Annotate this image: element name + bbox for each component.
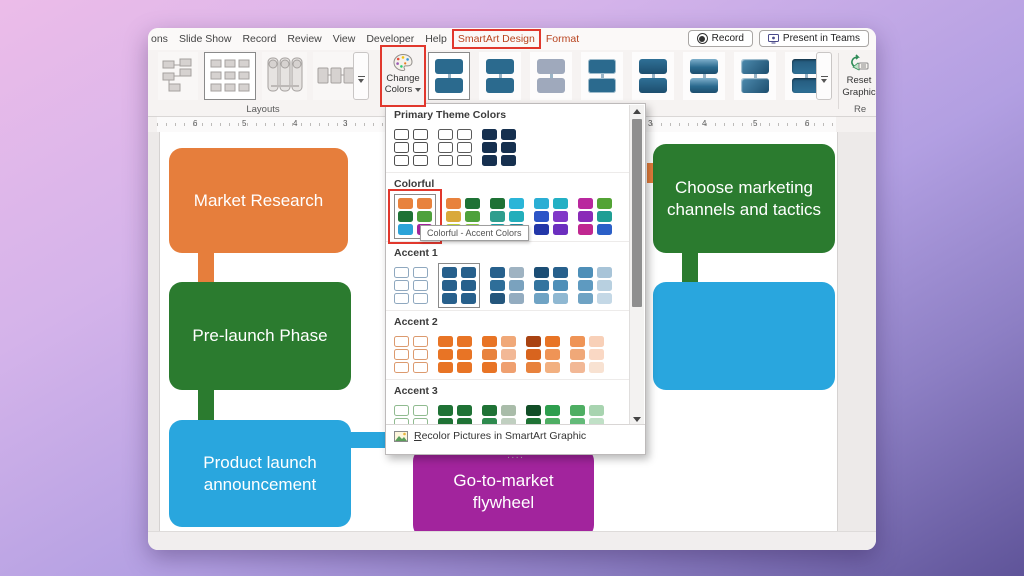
smartart-styles-gallery	[428, 52, 827, 100]
color-variant-colorful-range-accent-5-to-6[interactable]	[578, 197, 612, 235]
color-variant-accent2-gradient-loop[interactable]	[526, 335, 560, 373]
section-header: Accent 3	[394, 385, 438, 397]
section-header: Primary Theme Colors	[394, 109, 507, 121]
menu-scrollbar[interactable]	[629, 105, 644, 425]
color-variant-accent1-gradient-range[interactable]	[490, 266, 524, 304]
color-variant-accent2-gradient-range[interactable]	[482, 335, 516, 373]
layout-thumb-circle-process-layout[interactable]	[262, 52, 307, 100]
ribbon: Layouts Change Colors	[148, 45, 876, 117]
present-in-teams-button[interactable]: Present in Teams	[758, 30, 869, 47]
color-variant-accent2-colored-fill[interactable]	[438, 335, 472, 373]
scroll-down-arrow-icon[interactable]	[630, 413, 644, 425]
change-colors-button[interactable]: Change Colors	[380, 45, 426, 107]
smartart-shape-market-research[interactable]: Market Research	[169, 148, 348, 253]
connector-green-right	[682, 253, 698, 282]
shape-label: Choose marketing channels and tactics	[666, 177, 822, 219]
color-variant-dark-1-outline[interactable]	[394, 128, 428, 166]
smartart-style-2[interactable]	[479, 52, 521, 100]
smartart-style-3[interactable]	[530, 52, 572, 100]
shape-label: Product launch announcement	[203, 452, 317, 494]
color-variant-accent1-outline[interactable]	[394, 266, 428, 304]
reset-graphic-icon	[851, 54, 869, 71]
shape-label: Pre-launch Phase	[192, 326, 328, 346]
powerpoint-window: ons Slide Show Record Review View Developer He…	[148, 28, 876, 550]
color-variant-tooltip: Colorful - Accent Colors	[420, 225, 529, 241]
tab-developer[interactable]: Developer	[366, 33, 415, 45]
recolor-pictures-menu-item[interactable]: Recolor Pictures in SmartArt Graphic	[386, 424, 645, 447]
smartart-style-6[interactable]	[683, 52, 725, 100]
layout-thumb-picture-grid-layout[interactable]	[204, 52, 256, 100]
smartart-shape-go-to-market[interactable]: Go-to-market flywheel	[413, 448, 594, 531]
layouts-gallery-more-button[interactable]	[353, 52, 369, 100]
layout-thumb-hierarchy-layout[interactable]	[158, 52, 198, 100]
layouts-gallery	[158, 52, 358, 100]
section-header: Accent 1	[394, 247, 438, 259]
color-variant-accent2-transparent-gradient[interactable]	[570, 335, 604, 373]
smartart-style-7[interactable]	[734, 52, 776, 100]
gallery-more-icon	[357, 75, 365, 83]
layout-thumb-block-process-layout[interactable]	[313, 52, 358, 100]
recolor-pictures-label: Recolor Pictures in SmartArt Graphic	[414, 430, 587, 442]
color-variant-colorful-range-accent-4-to-5[interactable]	[534, 197, 568, 235]
section-header: Colorful	[394, 178, 435, 190]
color-variant-dark-2-outline[interactable]	[438, 128, 472, 166]
color-variant-accent2-outline[interactable]	[394, 335, 428, 373]
tab-smartart-design[interactable]: SmartArt Design	[451, 29, 541, 49]
scrollbar-thumb[interactable]	[632, 119, 642, 307]
palette-icon	[393, 53, 413, 72]
tab-record[interactable]: Record	[242, 33, 277, 45]
tab-ons[interactable]: ons	[151, 33, 168, 45]
smartart-style-5[interactable]	[632, 52, 674, 100]
gallery-more-icon	[820, 75, 828, 83]
change-colors-label-line2: Colors	[384, 84, 413, 95]
reset-graphic-label-line1: Reset	[846, 75, 872, 86]
recolor-pictures-icon	[394, 430, 408, 442]
color-variant-accent1-colored-fill[interactable]	[438, 262, 480, 308]
smartart-style-1[interactable]	[428, 52, 470, 100]
menubar-right-buttons: Record Present in Teams	[687, 30, 869, 47]
section-header: Accent 2	[394, 316, 438, 328]
record-button-label: Record	[711, 33, 744, 44]
menu-resize-grip[interactable]	[386, 447, 645, 454]
ribbon-tab-bar: ons Slide Show Record Review View Developer He…	[148, 28, 876, 51]
color-variant-accent1-transparent-gradient[interactable]	[578, 266, 612, 304]
styles-gallery-more-button[interactable]	[816, 52, 832, 100]
color-variant-accent1-gradient-loop[interactable]	[534, 266, 568, 304]
status-bar	[148, 531, 876, 550]
smartart-shape-product-launch[interactable]: Product launch announcement	[169, 420, 351, 527]
dropdown-caret-icon	[415, 87, 422, 92]
change-colors-label-line1: Change	[386, 73, 420, 84]
shape-label: Go-to-market flywheel	[453, 471, 554, 512]
layouts-group-label: Layouts	[246, 104, 280, 115]
tab-review[interactable]: Review	[287, 33, 322, 45]
tab-view[interactable]: View	[332, 33, 356, 45]
smartart-style-4[interactable]	[581, 52, 623, 100]
teams-icon	[767, 33, 779, 43]
color-menu-section: Accent 1	[386, 241, 629, 310]
smartart-shape-choose-marketing[interactable]: Choose marketing channels and tactics	[653, 144, 835, 253]
scroll-up-arrow-icon[interactable]	[630, 105, 644, 117]
shape-label: Market Research	[193, 190, 324, 210]
tab-help[interactable]: Help	[425, 33, 447, 45]
ribbon-tabs: ons Slide Show Record Review View Developer He…	[148, 29, 580, 49]
present-button-label: Present in Teams	[782, 33, 860, 44]
reset-graphic-button[interactable]: Reset Graphic	[842, 52, 876, 108]
reset-group-label: Re	[854, 104, 867, 115]
tab-slide-show[interactable]: Slide Show	[178, 33, 232, 45]
reset-graphic-label-line2: Graphic	[842, 87, 876, 98]
connector-green-left	[198, 390, 214, 420]
color-menu-section: Accent 2	[386, 310, 629, 379]
record-button[interactable]: Record	[687, 30, 753, 47]
smartart-shape-pre-launch-phase[interactable]: Pre-launch Phase	[169, 282, 351, 390]
record-icon	[696, 33, 708, 44]
color-variant-dark-fill[interactable]	[482, 128, 516, 166]
color-menu-section: Primary Theme Colors	[386, 104, 629, 172]
group-separator	[838, 53, 839, 109]
smartart-shape-empty-blue[interactable]	[653, 282, 835, 390]
connector-orange	[198, 253, 214, 282]
tab-format[interactable]: Format	[545, 33, 580, 45]
